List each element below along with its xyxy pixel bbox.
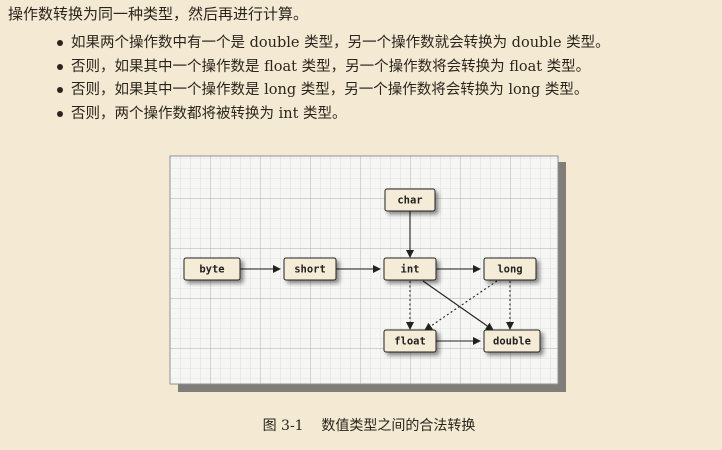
node-int-label: int (401, 264, 420, 276)
node-long: long (483, 257, 537, 281)
conversion-diagram: char byte short int long float (160, 148, 570, 396)
diagram-border (169, 155, 559, 385)
list-item: 否则，如果其中一个操作数是 long 类型，另一个操作数将会转换为 long 类… (56, 80, 610, 104)
node-double-label: double (493, 336, 531, 348)
figure-caption: 图 3-1 数值类型之间的合法转换 (262, 418, 476, 434)
diagram-svg: char byte short int long float (169, 155, 566, 392)
edge-int-double (422, 280, 494, 331)
node-char-label: char (397, 195, 422, 207)
rule-text: 如果两个操作数中有一个是 double 类型，另一个操作数就会转换为 doubl… (71, 35, 610, 51)
rule-text: 否则，两个操作数都将被转换为 int 类型。 (71, 105, 347, 122)
node-short-label: short (294, 264, 326, 276)
list-item: 否则，两个操作数都将被转换为 int 类型。 (56, 104, 610, 128)
node-long-label: long (497, 264, 522, 276)
node-float: float (383, 329, 437, 353)
list-item: 如果两个操作数中有一个是 double 类型，另一个操作数就会转换为 doubl… (56, 33, 610, 57)
rule-text: 否则，如果其中一个操作数是 long 类型，另一个操作数将会转换为 long 类… (71, 82, 589, 98)
bullet-icon (57, 40, 63, 46)
node-double: double (483, 329, 541, 353)
node-char: char (384, 188, 436, 212)
conversion-rules-list: 如果两个操作数中有一个是 double 类型，另一个操作数就会转换为 doubl… (56, 33, 610, 127)
bullet-icon (57, 63, 63, 70)
rule-text: 否则，如果其中一个操作数是 float 类型，另一个操作数将会转换为 float… (71, 58, 591, 75)
edge-long-float (424, 280, 498, 331)
intro-paragraph: 操作数转换为同一种类型，然后再进行计算。 (8, 5, 309, 23)
list-item: 否则，如果其中一个操作数是 float 类型，另一个操作数将会转换为 float… (56, 57, 610, 81)
diagram-nodes: char byte short int long float (183, 188, 541, 353)
bullet-icon (57, 87, 63, 93)
diagram-edges (240, 211, 514, 345)
bullet-icon (57, 110, 63, 117)
node-float-label: float (394, 336, 426, 348)
node-byte: byte (183, 257, 241, 281)
node-byte-label: byte (199, 264, 224, 276)
node-short: short (283, 257, 337, 281)
node-int: int (383, 257, 437, 281)
